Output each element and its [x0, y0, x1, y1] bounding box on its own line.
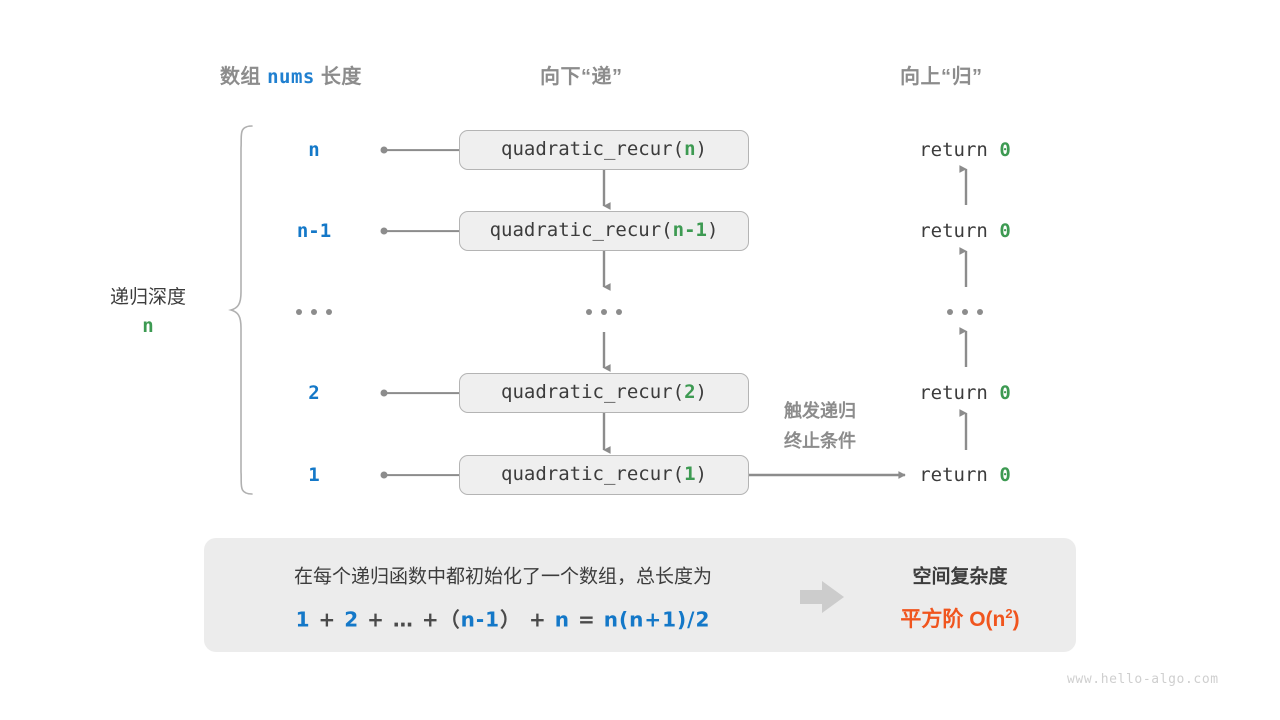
connector-line-row-4: [384, 392, 459, 394]
call-paren-close-row-4: ): [695, 381, 707, 403]
base-case-note-line1: 触发递归: [784, 401, 856, 421]
call-arg-row-5: 1: [684, 463, 696, 485]
call-name-row-5: quadratic_recur: [501, 463, 673, 485]
return-label-row-4: return 0: [919, 382, 1011, 404]
connector-line-row-2: [384, 230, 459, 232]
header-array-prefix: 数组: [220, 66, 261, 88]
space-complexity-value: 平方阶 O(n2): [900, 603, 1019, 633]
return-label-row-5: return 0: [919, 464, 1011, 486]
connector-line-row-1: [384, 149, 459, 151]
header-array-length: 数组 nums 长度: [220, 60, 362, 89]
length-label-row-4: 2: [308, 382, 320, 404]
call-arg-row-1: n: [684, 138, 696, 160]
header-array-suffix: 长度: [320, 66, 362, 88]
ellipsis-length-row-3: [296, 309, 332, 315]
space-complexity-title: 空间复杂度: [912, 566, 1008, 588]
call-name-row-2: quadratic_recur: [489, 219, 662, 241]
formula-equals: =: [577, 607, 596, 632]
call-box-row-2[interactable]: quadratic_recur(n-1): [459, 211, 749, 251]
return-value-row-4: 0: [999, 382, 1011, 404]
summary-panel: [204, 538, 1076, 652]
call-paren-open-row-5: (: [672, 463, 685, 485]
base-case-note-line2: 终止条件: [784, 430, 856, 451]
recursion-depth-text: 递归深度: [109, 287, 186, 308]
space-complexity-notation-base: O(n: [969, 608, 1006, 631]
call-paren-open-row-4: (: [672, 381, 685, 403]
watermark: www.hello-algo.com: [1067, 672, 1219, 687]
formula-term-5: n: [554, 607, 571, 632]
call-paren-close-row-5: ): [695, 463, 707, 485]
return-label-row-1: return 0: [919, 139, 1011, 161]
length-label-row-5: 1: [308, 464, 320, 486]
space-complexity-notation-exp: 2: [1005, 606, 1013, 621]
return-value-row-2: 0: [999, 220, 1011, 242]
call-name-row-1: quadratic_recur: [501, 138, 673, 160]
space-complexity-notation-close: ): [1012, 608, 1020, 631]
summary-flow-arrow-icon: [800, 581, 844, 613]
return-keyword-row-1: return: [919, 139, 988, 161]
header-array-nums: nums: [267, 66, 315, 88]
formula-paren-open: （: [439, 607, 461, 632]
call-arg-row-2: n-1: [672, 219, 707, 241]
formula-op-3: +: [421, 607, 440, 632]
depth-brace: [228, 125, 253, 495]
formula-term-2: 2: [344, 607, 360, 632]
recursion-up-arrows: [959, 165, 968, 450]
return-value-row-5: 0: [999, 464, 1011, 486]
base-case-note: 触发递归 终止条件: [784, 397, 856, 456]
summary-description: 在每个递归函数中都初始化了一个数组，总长度为: [293, 566, 713, 588]
return-keyword-row-5: return: [919, 464, 988, 486]
header-recursion-up: 向上“归”: [900, 66, 983, 88]
formula-paren-close: ）: [500, 607, 522, 632]
return-keyword-row-2: return: [919, 220, 988, 242]
ellipsis-call-row-3: [586, 309, 622, 315]
return-value-row-1: 0: [999, 139, 1011, 161]
call-paren-open-row-2: (: [661, 219, 673, 241]
formula-ellipsis: …: [392, 607, 414, 632]
recursion-down-arrows: [602, 170, 611, 454]
call-paren-close-row-2: ): [706, 219, 719, 241]
call-box-row-5[interactable]: quadratic_recur(1): [459, 455, 749, 495]
call-paren-close-row-1: ): [695, 138, 707, 160]
formula-term-4: n-1: [460, 607, 501, 632]
length-label-row-2: n-1: [296, 220, 332, 242]
call-arg-row-4: 2: [684, 381, 696, 403]
recursion-depth-value: n: [142, 315, 154, 338]
return-keyword-row-4: return: [919, 382, 988, 404]
ellipsis-return-row-3: [947, 309, 983, 315]
header-recursion-down: 向下“递”: [540, 66, 623, 88]
call-box-row-1[interactable]: quadratic_recur(n): [459, 130, 749, 170]
return-label-row-2: return 0: [919, 220, 1011, 242]
call-name-row-4: quadratic_recur: [501, 381, 673, 403]
space-complexity-order: 平方阶: [900, 608, 964, 631]
summary-formula: 1 + 2 + … +（n-1） + n = n(n+1)/2: [296, 604, 711, 633]
length-label-row-1: n: [308, 139, 320, 161]
base-case-arrow: [749, 471, 906, 479]
formula-term-1: 1: [295, 607, 311, 632]
call-paren-open-row-1: (: [672, 138, 685, 160]
connector-line-row-5: [384, 474, 459, 476]
call-box-row-4[interactable]: quadratic_recur(2): [459, 373, 749, 413]
formula-op-2: +: [367, 607, 385, 632]
formula-op-1: +: [318, 607, 337, 632]
formula-op-4: +: [529, 607, 547, 632]
recursion-depth-label: 递归深度 n: [88, 283, 208, 342]
formula-result: n(n+1)/2: [603, 607, 711, 632]
